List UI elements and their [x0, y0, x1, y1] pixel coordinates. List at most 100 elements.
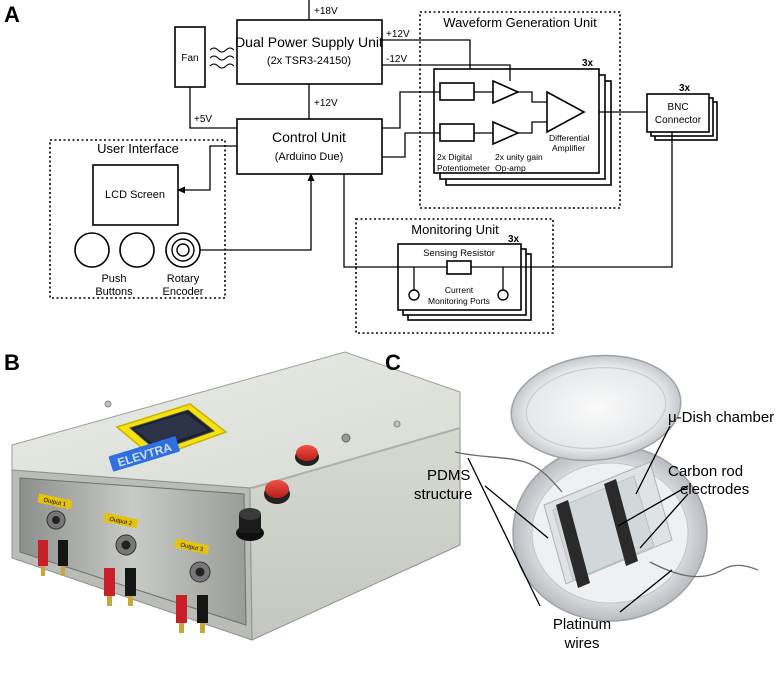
ui-group	[49, 139, 226, 299]
monitor-port-1	[408, 289, 420, 301]
pdms-label-2: structure	[414, 486, 472, 503]
output-text-1: Output 1	[43, 498, 67, 509]
rotary-label-2: Encoder	[163, 286, 204, 298]
red-terminal-3	[176, 595, 187, 623]
control-sub: (Arduino Due)	[275, 151, 343, 163]
red-push-button-1	[296, 445, 318, 461]
airflow-icon	[209, 47, 235, 69]
red-terminal-2	[104, 568, 115, 596]
red-terminal-1	[38, 540, 48, 566]
panel-label-c: C	[385, 350, 401, 375]
push-button-2	[119, 232, 155, 268]
wgu-mult: 3x	[582, 58, 594, 69]
output-label-1	[37, 493, 73, 510]
output-1: Output 1	[37, 493, 73, 576]
v-in-label: +18V	[314, 6, 338, 17]
output-label-2	[103, 512, 139, 529]
psu-title: Dual Power Supply Unit	[235, 34, 383, 50]
diff-label-1: Differential	[549, 133, 590, 143]
lcd-block	[92, 164, 179, 226]
ui-title: User Interface	[97, 141, 179, 156]
dish-lid	[510, 354, 682, 462]
monitoring-group	[355, 218, 554, 334]
power-switch	[341, 433, 351, 443]
screw-1	[104, 400, 112, 408]
mon-title: Monitoring Unit	[411, 222, 499, 237]
psu-model: (2x TSR3-24150)	[267, 55, 351, 67]
bnc-label-2: Connector	[655, 115, 702, 126]
wgu-group	[419, 11, 621, 209]
bnc-block	[646, 93, 710, 133]
platinum-label-2: wires	[563, 635, 599, 652]
psu-minus12-wire	[382, 64, 511, 81]
wgu-title: Waveform Generation Unit	[443, 15, 597, 30]
opamp1-diff-wire	[518, 91, 547, 103]
panel-label-a: A	[4, 2, 20, 27]
black-terminal-2	[125, 568, 136, 596]
v-plus12-ctrl: +12V	[314, 98, 338, 109]
carbon-pointer-2	[639, 493, 689, 549]
dish-pointer	[635, 425, 671, 495]
pot-label-2: Potentiometer	[437, 163, 490, 173]
sense-label: Sensing Resistor	[423, 248, 495, 259]
platinum-label-1: Platinum	[553, 616, 611, 633]
top-edge	[251, 427, 461, 489]
control-unit-block	[236, 118, 383, 175]
carbon-label-2: electrodes	[680, 481, 749, 498]
sensing-resistor	[446, 260, 472, 275]
output-2: Output 2	[103, 512, 139, 606]
bnc-mult: 3x	[679, 83, 691, 94]
lid-rim	[525, 366, 667, 450]
pdms-label-1: PDMS	[427, 467, 470, 484]
pot-2	[439, 123, 475, 142]
fan-label: Fan	[181, 53, 198, 64]
mon-mult: 3x	[508, 234, 520, 245]
red-push-button-2	[265, 480, 289, 498]
black-terminal-3	[197, 595, 208, 623]
diff-label-2: Amplifier	[552, 143, 585, 153]
control-lcd-arrow	[177, 145, 237, 194]
psu-block	[236, 19, 383, 85]
lcd-glass	[134, 413, 208, 447]
rotary-encoder-inner	[176, 243, 190, 257]
cur-label-2: Monitoring Ports	[428, 296, 490, 306]
pot-1	[439, 82, 475, 101]
monitor-bnc-wire	[471, 132, 673, 268]
fan-5v-wire	[189, 87, 237, 129]
rotary-label-1: Rotary	[167, 273, 200, 285]
diff-amp	[546, 90, 586, 134]
platinum-pointer-1	[467, 457, 541, 607]
output-text-2: Output 2	[109, 517, 133, 528]
v-plus12-psu: +12V	[386, 29, 410, 40]
control-pot1-wire	[382, 91, 440, 129]
cur-label-1: Current	[445, 285, 474, 295]
lcd-label: LCD Screen	[105, 189, 165, 201]
opamp2-diff-wire	[518, 121, 547, 134]
opamp-label-2: Op-amp	[495, 163, 526, 173]
carbon-label-1: Carbon rod	[668, 463, 743, 480]
opamp-label-1: 2x unity gain	[495, 152, 543, 162]
device-photo: ELEVTRA Output 1 Output 2	[11, 351, 461, 641]
encoder-control-arrow	[200, 173, 315, 251]
monitor-port-2	[497, 289, 509, 301]
control-monitor-wire	[343, 174, 447, 268]
output-label-3	[174, 538, 210, 555]
v-plus5-label: +5V	[194, 114, 212, 125]
control-title: Control Unit	[272, 129, 346, 145]
panel-label-b: B	[4, 350, 20, 375]
pdms-pointer	[484, 485, 549, 539]
platinum-wire-left	[454, 451, 563, 493]
dish-label: μ-Dish chamber	[668, 409, 774, 426]
push-button-1	[74, 232, 110, 268]
rotary-knob	[239, 508, 261, 520]
pot-label-1: 2x Digital	[437, 152, 472, 162]
control-pot2-wire	[382, 132, 440, 158]
output-3: Output 3	[174, 538, 211, 633]
output-text-3: Output 3	[180, 543, 204, 554]
platinum-pointer-2	[619, 569, 673, 613]
push-label-2: Buttons	[95, 286, 133, 298]
carbon-rod-2	[604, 479, 638, 566]
push-label-1: Push	[101, 273, 126, 285]
black-terminal-1	[58, 540, 68, 566]
